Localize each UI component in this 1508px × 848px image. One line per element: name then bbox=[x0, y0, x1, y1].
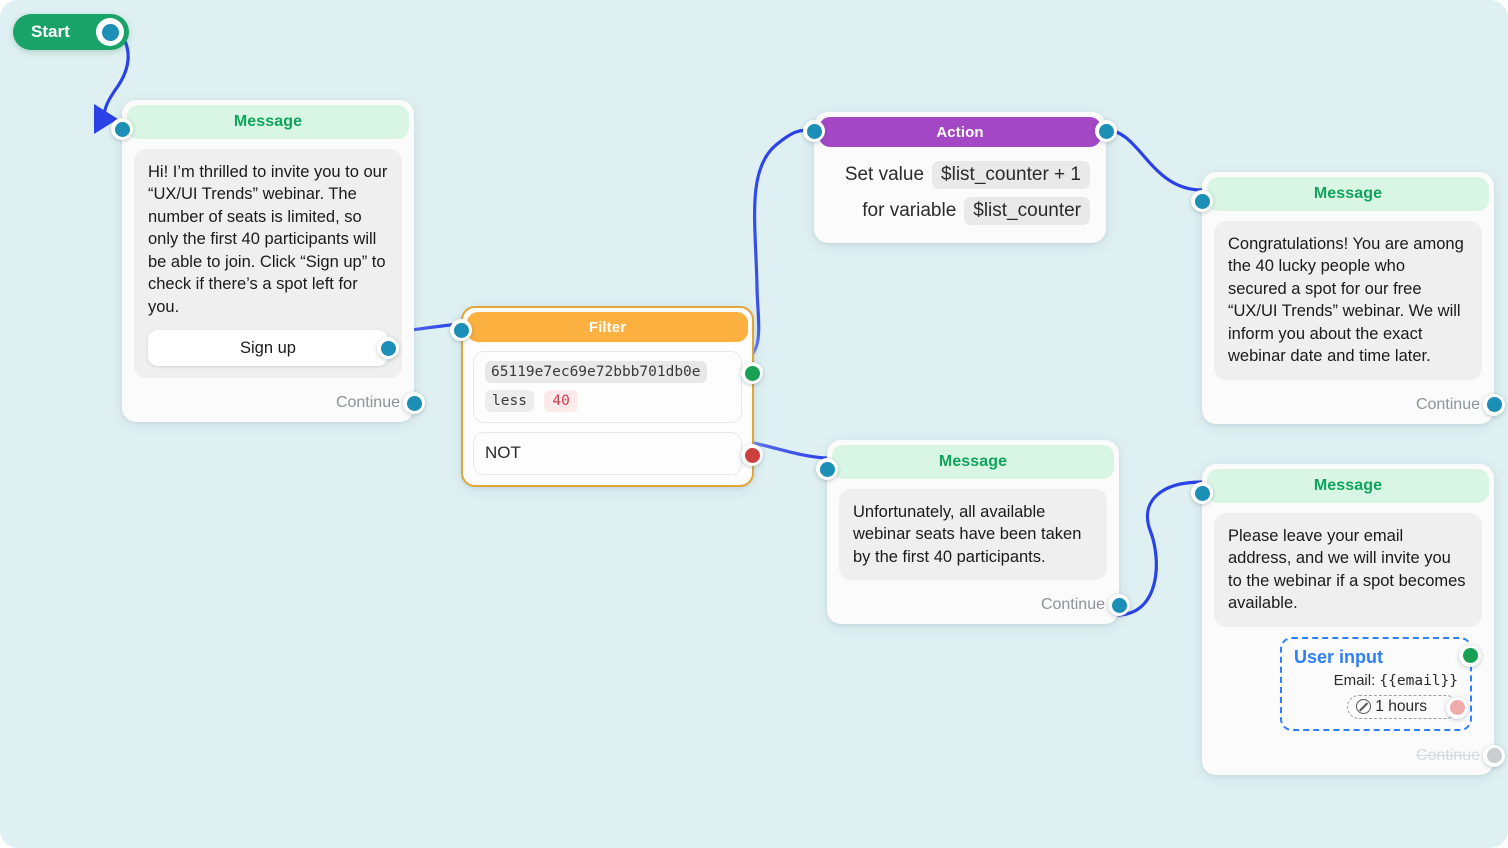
signup-button[interactable]: Sign up bbox=[148, 330, 399, 367]
action-row2-label: for variable bbox=[862, 200, 957, 221]
action-output-port[interactable] bbox=[1095, 120, 1117, 142]
node-body: Hi! I’m thrilled to invite you to our “U… bbox=[122, 139, 414, 386]
no-entry-icon bbox=[1356, 699, 1372, 715]
start-node[interactable]: Start bbox=[13, 14, 129, 50]
user-input-valid-port[interactable] bbox=[1459, 644, 1481, 667]
user-input-field-value: {{email}} bbox=[1379, 672, 1458, 689]
input-port[interactable] bbox=[816, 458, 838, 480]
continue-label: Continue bbox=[335, 394, 400, 412]
node-header-message: Message bbox=[832, 445, 1114, 479]
action-input-port[interactable] bbox=[803, 120, 825, 142]
condition-variable: 65119e7ec69e72bbb701db0e bbox=[485, 361, 707, 383]
filter-node[interactable]: Filter 65119e7ec69e72bbb701db0e less 40 … bbox=[450, 306, 763, 487]
message-text: Please leave your email address, and we … bbox=[1228, 527, 1466, 613]
wire-sorry-to-email bbox=[1115, 480, 1204, 617]
action-node[interactable]: Action Set value $list_counter + 1 for v… bbox=[803, 112, 1117, 243]
action-row1-label: Set value bbox=[844, 164, 925, 185]
signup-output-port[interactable] bbox=[377, 337, 399, 360]
message-text: Hi! I’m thrilled to invite you to our “U… bbox=[148, 163, 388, 316]
condition-operator-row: less 40 bbox=[485, 390, 730, 412]
message-node-success[interactable]: Message Congratulations! You are among t… bbox=[1191, 172, 1505, 424]
wire-action-to-success bbox=[1104, 128, 1204, 192]
continue-row[interactable]: Continue bbox=[1202, 388, 1505, 424]
user-input-field-label: Email: bbox=[1333, 671, 1376, 689]
condition-value: 40 bbox=[544, 390, 578, 412]
user-input-timeout[interactable]: 1 hours bbox=[1347, 694, 1468, 719]
node-header-message: Message bbox=[127, 105, 409, 139]
continue-label: Continue bbox=[1415, 746, 1480, 764]
message-text: Congratulations! You are among the 40 lu… bbox=[1228, 235, 1464, 366]
message-text: Unfortunately, all available webinar sea… bbox=[853, 503, 1082, 566]
filter-input-port[interactable] bbox=[450, 319, 472, 341]
node-header-filter: Filter bbox=[467, 312, 748, 342]
signup-button-label: Sign up bbox=[240, 338, 296, 357]
continue-label: Continue bbox=[1040, 596, 1105, 614]
continue-row[interactable]: Continue bbox=[827, 588, 1130, 624]
action-row-set-value: Set value $list_counter + 1 bbox=[830, 161, 1090, 189]
message-bubble: Congratulations! You are among the 40 lu… bbox=[1214, 221, 1482, 380]
continue-output-port[interactable] bbox=[1483, 393, 1505, 416]
node-header-action: Action bbox=[819, 117, 1101, 147]
start-label: Start bbox=[31, 22, 70, 41]
continue-row[interactable]: Continue bbox=[122, 386, 425, 422]
action-row-for-variable: for variable $list_counter bbox=[830, 197, 1090, 225]
node-header-message: Message bbox=[1207, 177, 1489, 211]
filter-false-output-port[interactable] bbox=[741, 444, 763, 466]
condition-operator: less bbox=[485, 390, 534, 412]
message-bubble: Please leave your email address, and we … bbox=[1214, 513, 1482, 627]
action-row2-value[interactable]: $list_counter bbox=[964, 197, 1090, 225]
action-row1-value[interactable]: $list_counter + 1 bbox=[932, 161, 1090, 189]
action-rows: Set value $list_counter + 1 for variable… bbox=[814, 147, 1106, 243]
user-input-timeout-port[interactable] bbox=[1446, 696, 1468, 719]
continue-row[interactable]: Continue bbox=[1202, 739, 1505, 775]
user-input-block[interactable]: User input Email: {{email}} 1 hours bbox=[1280, 636, 1481, 731]
continue-output-port[interactable] bbox=[1108, 594, 1130, 617]
continue-label: Continue bbox=[1415, 395, 1480, 413]
message-node-email[interactable]: Message Please leave your email address,… bbox=[1191, 464, 1505, 775]
user-input-field[interactable]: Email: {{email}} bbox=[1294, 672, 1458, 689]
input-port[interactable] bbox=[1191, 190, 1213, 212]
input-port[interactable] bbox=[111, 118, 133, 140]
message-bubble: Hi! I’m thrilled to invite you to our “U… bbox=[134, 149, 402, 379]
filter-fallback-label: NOT bbox=[485, 443, 521, 462]
message-bubble: Unfortunately, all available webinar sea… bbox=[839, 489, 1107, 581]
user-input-timeout-label: 1 hours bbox=[1375, 697, 1427, 715]
node-header-message: Message bbox=[1207, 469, 1489, 503]
filter-condition-card[interactable]: 65119e7ec69e72bbb701db0e less 40 bbox=[473, 351, 763, 423]
continue-output-port[interactable] bbox=[403, 392, 425, 415]
node-body: Unfortunately, all available webinar sea… bbox=[827, 479, 1119, 588]
user-input-title: User input bbox=[1294, 646, 1384, 667]
node-body: Congratulations! You are among the 40 lu… bbox=[1202, 211, 1494, 388]
filter-true-output-port[interactable] bbox=[741, 362, 763, 384]
node-body: Please leave your email address, and we … bbox=[1202, 503, 1494, 739]
message-node-intro[interactable]: Message Hi! I’m thrilled to invite you t… bbox=[111, 100, 425, 423]
message-node-sorry[interactable]: Message Unfortunately, all available web… bbox=[816, 440, 1130, 625]
filter-fallback-card[interactable]: NOT bbox=[473, 432, 763, 475]
input-port[interactable] bbox=[1191, 482, 1213, 504]
continue-output-port[interactable] bbox=[1483, 744, 1505, 767]
start-output-port[interactable] bbox=[96, 18, 124, 46]
